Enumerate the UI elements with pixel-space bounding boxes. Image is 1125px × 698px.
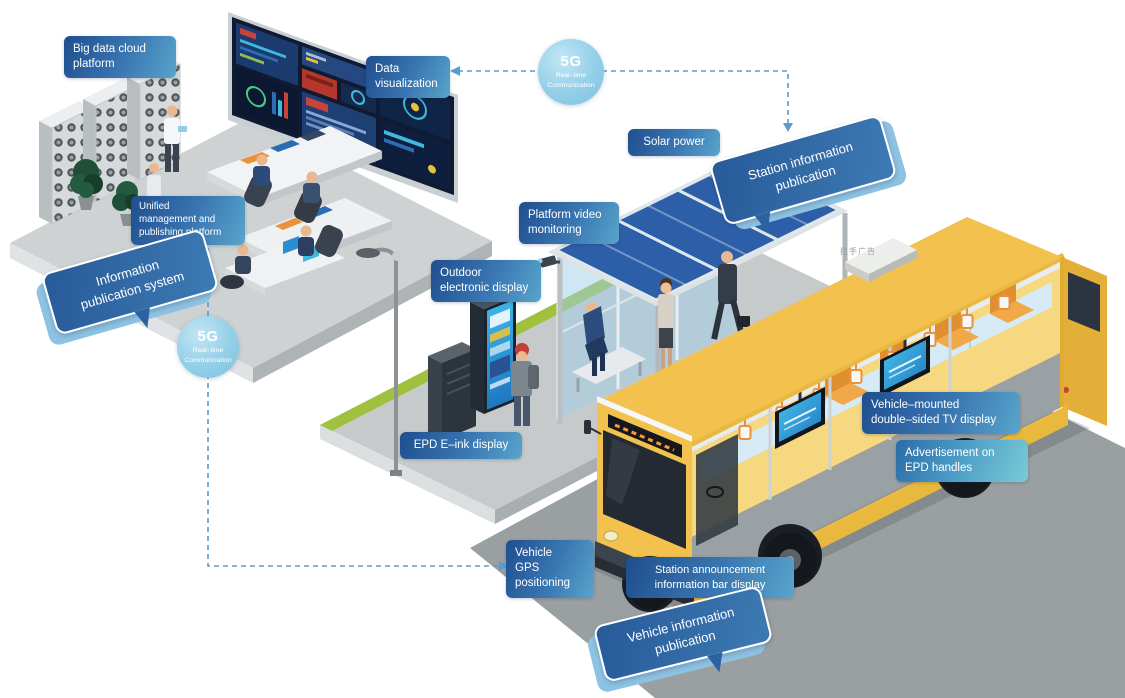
badge-5g-subtitle: Real–time Communication xyxy=(184,347,232,364)
pedestrians xyxy=(511,251,750,426)
vehicle-tv-displays xyxy=(775,335,930,449)
standing-woman xyxy=(658,278,674,374)
connector-arrowheads xyxy=(450,66,793,571)
destination-display xyxy=(608,414,682,458)
label-data-visualization: Data visualization xyxy=(366,56,450,99)
label-platform-video-monitoring: Platform video monitoring xyxy=(519,202,619,245)
control-room-scene xyxy=(10,12,492,383)
label-vehicle-gps-positioning: Vehicle GPS positioning xyxy=(506,540,594,598)
label-epd-eink-display: EPD E–ink display xyxy=(400,432,522,460)
label-outdoor-electronic-display: Outdoor electronic display xyxy=(431,260,541,303)
sitting-man xyxy=(583,302,608,376)
badge-5g-title: 5G xyxy=(560,53,582,71)
windshield xyxy=(603,430,686,549)
badge-5g-subtitle: Real–time Communication xyxy=(547,72,595,89)
label-vehicle-mounted-tv-display: Vehicle–mounted double–sided TV display xyxy=(862,392,1020,435)
bench xyxy=(572,347,646,392)
label-advertisement-epd-handles: Advertisement on EPD handles xyxy=(896,440,1028,483)
roof-ac-unit xyxy=(845,238,917,282)
badge-5g-top: 5G Real–time Communication xyxy=(538,39,604,105)
badge-5g-left: 5G Real–time Communication xyxy=(177,316,239,378)
label-station-announcement-bar: Station announcement information bar dis… xyxy=(626,557,794,599)
walking-man xyxy=(711,251,750,340)
bus-roof xyxy=(597,217,1062,442)
connector-5g-top xyxy=(458,70,789,124)
label-big-data-cloud-platform: Big data cloud platform xyxy=(64,36,176,79)
girl-at-kiosk xyxy=(511,343,539,426)
office-plants xyxy=(70,159,141,226)
badge-5g-title: 5G xyxy=(197,328,219,346)
side-mirror xyxy=(584,420,591,434)
operators xyxy=(147,105,343,289)
monitor-wall xyxy=(228,12,458,203)
label-solar-power: Solar power xyxy=(628,129,720,157)
caption-handle-ad: 拉手广告 xyxy=(840,247,876,256)
outdoor-display-kiosk xyxy=(470,289,516,414)
street-lamp xyxy=(356,247,402,476)
utility-cabinet xyxy=(428,342,476,440)
driver-cab xyxy=(696,434,738,546)
headlight xyxy=(603,530,619,542)
kiosk-screen xyxy=(487,300,513,410)
